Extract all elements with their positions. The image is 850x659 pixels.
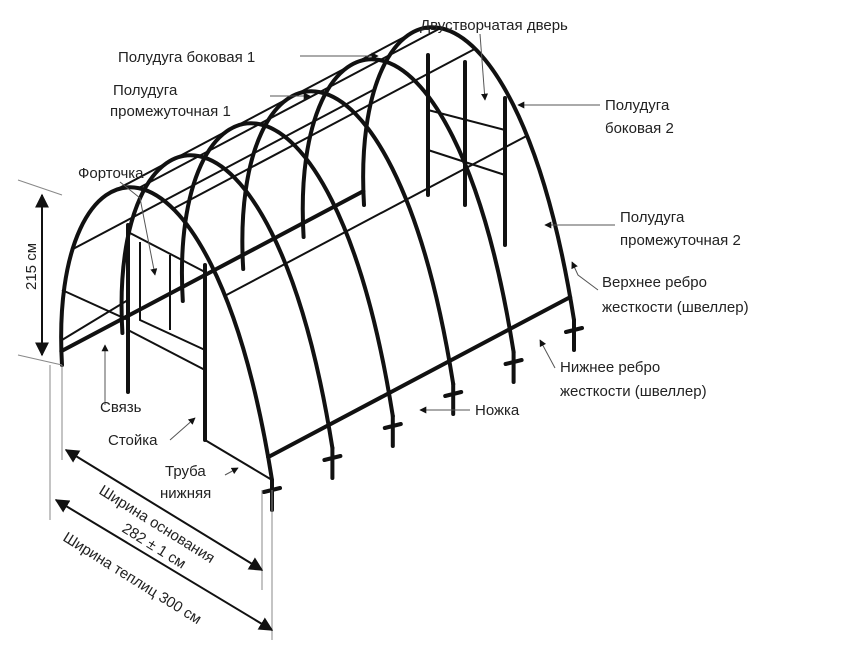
- label-upper-rib-line1: Верхнее ребро: [602, 274, 707, 291]
- greenhouse-frame: [59, 25, 584, 512]
- label-mid-arch-2-line1: Полудуга: [620, 209, 685, 226]
- label-mid-arch-1-line2: промежуточная 1: [110, 103, 231, 120]
- longitudinal-rib: [224, 134, 528, 297]
- longitudinal-rib: [172, 47, 476, 210]
- label-side-arch-2-line2: боковая 2: [605, 120, 674, 137]
- label-upper-rib-line2: жесткости (швеллер): [602, 299, 749, 316]
- leg: [503, 350, 524, 384]
- label-bottom-pipe-line2: нижняя: [160, 485, 211, 502]
- label-mid-arch-2-line2: промежуточная 2: [620, 232, 741, 249]
- label-vent: Форточка: [78, 165, 144, 182]
- leg: [564, 318, 584, 352]
- label-lower-rib-line2: жесткости (швеллер): [560, 383, 707, 400]
- total-width-arrow: [54, 499, 274, 631]
- arch: [300, 57, 516, 354]
- arch: [179, 121, 395, 418]
- dimension-lines: [17, 179, 274, 640]
- label-door: Двустворчатая дверь: [420, 17, 568, 34]
- label-brace: Связь: [100, 399, 142, 416]
- leader-lines: [101, 33, 615, 476]
- label-post: Стойка: [108, 432, 158, 449]
- arch: [240, 89, 456, 386]
- leg: [382, 414, 403, 448]
- label-height: 215 см: [23, 243, 40, 290]
- arch: [361, 25, 576, 322]
- leg: [322, 446, 343, 480]
- label-bottom-pipe-line1: Труба: [165, 463, 206, 480]
- label-side-arch-1: Полудуга боковая 1: [118, 49, 255, 66]
- label-leg: Ножка: [475, 402, 520, 419]
- arch: [59, 185, 274, 482]
- label-side-arch-2-line1: Полудуга: [605, 97, 670, 114]
- label-mid-arch-1-line1: Полудуга: [113, 82, 178, 99]
- leg: [443, 382, 464, 416]
- longitudinal-rib: [266, 295, 573, 460]
- label-lower-rib-line1: Нижнее ребро: [560, 359, 660, 376]
- back-door: [426, 53, 507, 247]
- front-door: [61, 223, 273, 481]
